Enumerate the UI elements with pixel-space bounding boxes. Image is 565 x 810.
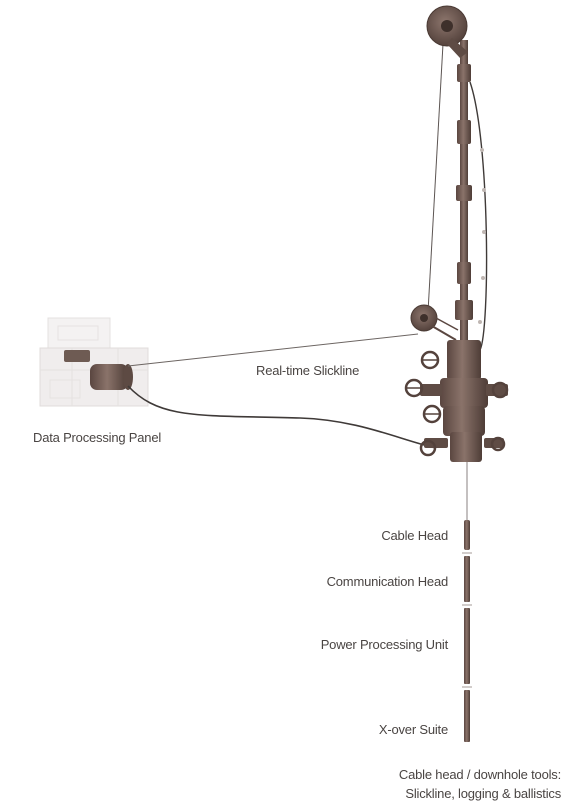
caption-line-2: Slickline, logging & ballistics	[405, 786, 561, 801]
wellhead-christmas-tree	[420, 340, 508, 462]
valve-handwheel-lower-left	[422, 404, 442, 424]
caption-line-1: Cable head / downhole tools:	[398, 767, 561, 782]
label-power-processing-unit: Power Processing Unit	[320, 637, 449, 652]
label-cable-head: Cable Head	[381, 528, 448, 543]
lower-sheave-wheel	[410, 304, 459, 341]
label-xover-suite: X-over Suite	[378, 722, 448, 737]
communication-head-tool	[464, 556, 470, 602]
xover-suite-tool	[464, 690, 470, 742]
data-cable	[127, 385, 437, 449]
valve-handwheel-right	[490, 381, 509, 452]
label-communication-head: Communication Head	[326, 574, 449, 589]
power-processing-unit-tool	[464, 608, 470, 684]
downhole-tool-string	[462, 520, 472, 742]
valve-handwheel-bottom-left	[419, 439, 437, 457]
label-real-time-slickline: Real-time Slickline	[256, 363, 360, 378]
cable-head-tool	[464, 520, 470, 550]
line-top-to-sheave	[427, 25, 445, 313]
lubricator-mast	[455, 40, 486, 460]
data-processor-unit	[64, 350, 133, 390]
valve-handwheel-upper-left	[420, 350, 440, 370]
data-processing-panel-cabinet	[39, 317, 149, 407]
slickline-cable	[127, 333, 419, 367]
valve-handwheel-mid-left	[404, 378, 424, 398]
top-sheave-wheel	[426, 5, 468, 58]
label-data-processing-panel: Data Processing Panel	[33, 430, 162, 445]
